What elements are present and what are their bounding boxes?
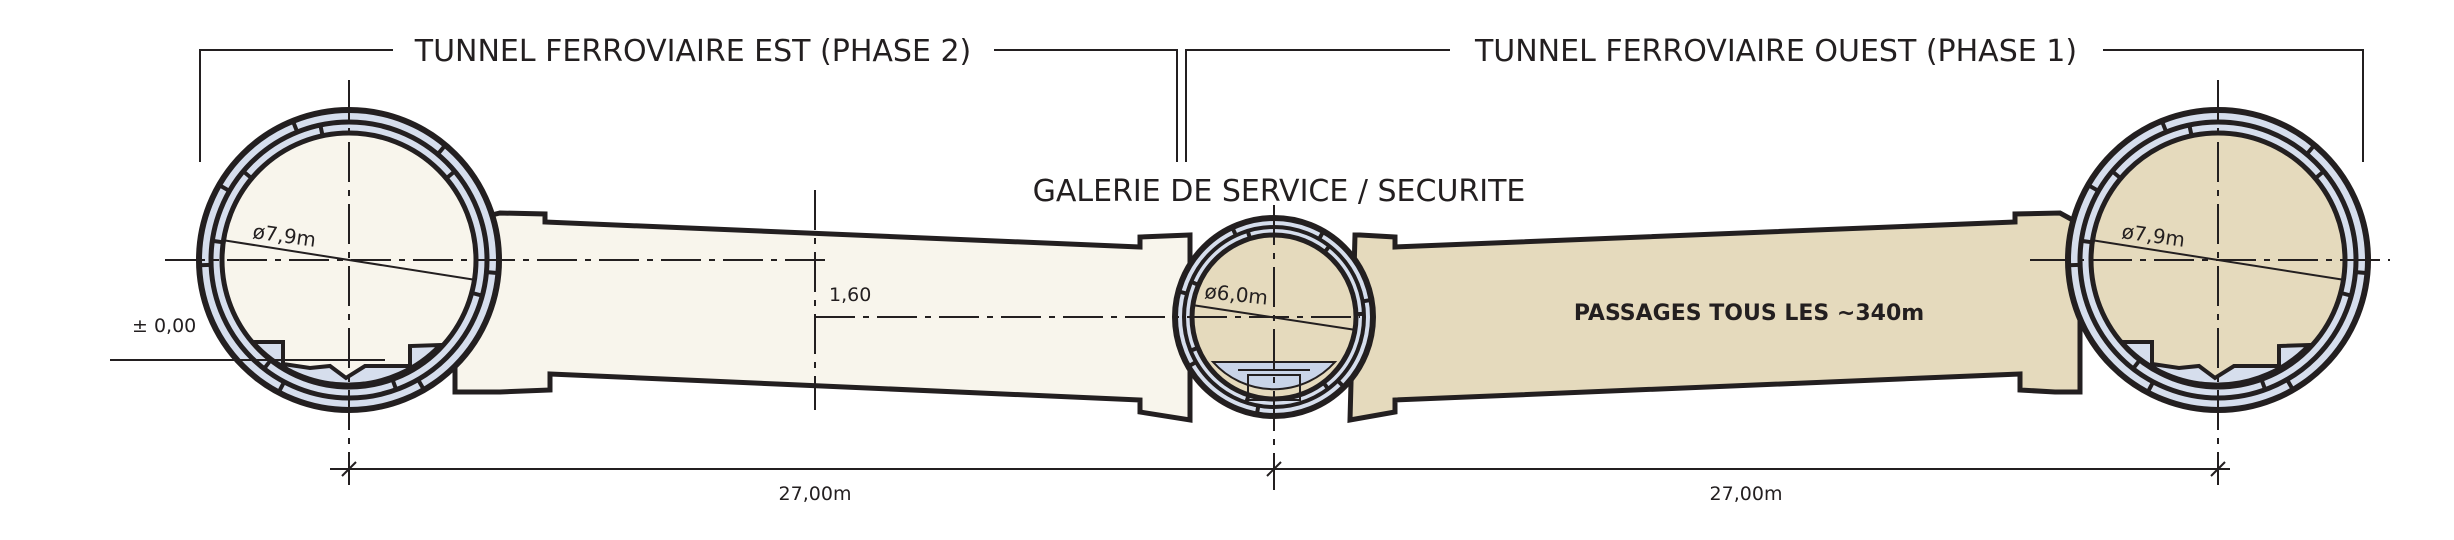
lining-joint	[2355, 270, 2368, 276]
lining-joint	[1189, 345, 1199, 353]
lining-joint	[211, 238, 224, 245]
lining-joint	[1317, 230, 1326, 240]
level-label: ± 0,00	[132, 315, 196, 337]
lining-joint	[1254, 405, 1261, 415]
lining-joint	[2131, 358, 2142, 371]
lining-joint	[2187, 124, 2194, 137]
lining-joints	[199, 120, 2368, 415]
lining-joint	[445, 169, 457, 180]
lining-joint	[1245, 229, 1252, 240]
lining-joint	[486, 270, 499, 276]
gallery-title: GALERIE DE SERVICE / SECURITE	[1033, 174, 1526, 209]
dimension-line	[330, 461, 2230, 477]
lining-joint	[1244, 394, 1251, 404]
lining-joint	[241, 169, 253, 180]
offset-label: 1,60	[829, 284, 871, 306]
center-lines	[165, 80, 2390, 490]
lining-joint	[1177, 289, 1188, 296]
lining-joint	[2314, 169, 2326, 180]
lining-joint	[2087, 183, 2100, 193]
lining-joint	[436, 143, 447, 156]
passages-label: PASSAGES TOUS LES ~340m	[1574, 301, 1924, 326]
lining-joint	[1321, 381, 1331, 391]
dimension-right-label: 27,00m	[1710, 483, 1783, 505]
west-tunnel-title: TUNNEL FERROVIAIRE OUEST (PHASE 1)	[1474, 34, 2077, 69]
lining-joint	[218, 183, 231, 193]
lining-joint	[2145, 381, 2155, 394]
lining-joint	[390, 378, 399, 391]
lining-joint	[2080, 238, 2093, 245]
lining-joint	[2285, 378, 2295, 391]
lining-joint	[1322, 244, 1332, 254]
lining-joint	[276, 381, 286, 394]
east-bracket-left	[199, 49, 393, 162]
lining-joint	[2305, 143, 2316, 156]
dimension-left-label: 27,00m	[779, 483, 852, 505]
lining-joint	[1189, 279, 1200, 287]
lining-joint	[2340, 290, 2353, 298]
gallery-diameter-line	[1191, 304, 1357, 331]
east-bracket-right	[994, 49, 1178, 162]
west-bracket-right	[2103, 49, 2364, 162]
lining-joint	[416, 378, 426, 391]
east-diameter-line	[221, 239, 477, 281]
lining-joint	[1230, 226, 1238, 236]
lining-joint	[2159, 120, 2168, 133]
east-tunnel-title: TUNNEL FERROVIAIRE EST (PHASE 2)	[414, 34, 972, 69]
lining-joint	[2259, 378, 2268, 391]
lining-joint	[1336, 379, 1346, 389]
lining-joint	[1362, 297, 1372, 304]
lining-joint	[2110, 169, 2122, 180]
west-bracket-left	[1185, 49, 1450, 162]
lining-joint	[1187, 360, 1197, 369]
lining-joint	[290, 120, 299, 133]
lining-joint	[471, 290, 484, 298]
lining-joint	[318, 124, 325, 137]
west-diameter-line	[2090, 239, 2346, 281]
lining-joint	[262, 358, 273, 371]
